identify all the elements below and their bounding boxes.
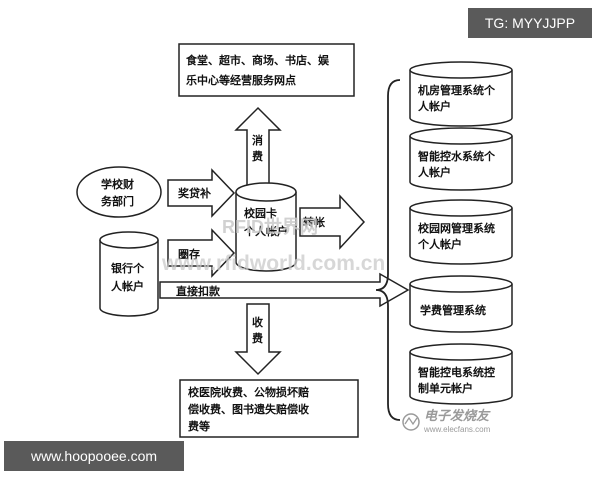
system-water-control: 智能控水系统个 人帐户 <box>409 127 513 191</box>
consume-label-2: 费 <box>252 149 263 163</box>
services-text-2: 乐中心等经营服务网点 <box>186 73 296 87</box>
bank-account-text-2: 人帐户 <box>111 279 144 293</box>
bank-account-cylinder-top <box>99 231 159 249</box>
bank-account-cylinder <box>99 240 159 317</box>
tg-watermark-badge: TG: MYYJJPP <box>468 8 592 38</box>
system-tuition-text: 学费管理系统 <box>420 303 486 317</box>
fees-text-1: 校医院收费、公物损坏赔 <box>188 385 309 399</box>
center-watermark-mark: RFID世界网 <box>222 217 318 237</box>
charge-label-2: 费 <box>252 331 263 345</box>
system-machine-room-text-2: 人帐户 <box>418 99 451 113</box>
system-campus-network: 校园网管理系统 个人帐户 <box>409 199 513 265</box>
system-campus-network-text-2: 个人帐户 <box>417 237 462 251</box>
services-box <box>178 43 355 97</box>
site-watermark-badge: www.hoopooee.com <box>4 441 184 471</box>
system-water-control-text-1: 智能控水系统个 <box>418 149 496 163</box>
transfer-arrow <box>299 194 366 250</box>
system-machine-room: 机房管理系统个 人帐户 <box>409 61 513 127</box>
system-power-control: 智能控电系统控 制单元帐户 <box>409 343 513 405</box>
deposit-arrow <box>167 228 236 278</box>
system-campus-network-text-1: 校园网管理系统 <box>418 221 495 235</box>
system-power-control-text-1: 智能控电系统控 <box>418 365 495 379</box>
school-finance-node <box>76 166 162 218</box>
corner-brand-text: 电子发烧友 <box>424 408 491 424</box>
campus-card-cylinder-top <box>235 182 297 202</box>
direct-debit-arrow <box>159 272 410 308</box>
charge-arrow <box>234 303 282 376</box>
consume-arrow <box>234 106 282 189</box>
services-text-1: 食堂、超市、商场、书店、娱 <box>186 53 330 67</box>
bank-account-text-1: 银行个 <box>111 261 145 275</box>
transfer-label: 转帐 <box>303 215 325 229</box>
consume-label-1: 消 <box>252 133 263 147</box>
system-power-control-text-2: 制单元帐户 <box>418 381 473 395</box>
campus-card-text-1: 校园卡 <box>244 206 277 220</box>
school-finance-text-2: 务部门 <box>101 194 134 208</box>
fees-text-3: 费等 <box>188 419 210 433</box>
system-tuition: 学费管理系统 <box>409 275 513 333</box>
school-finance-text-1: 学校财 <box>101 177 134 191</box>
charge-label-1: 收 <box>252 315 263 329</box>
right-bracket <box>375 79 401 421</box>
system-water-control-text-2: 人帐户 <box>418 165 451 179</box>
scholarship-arrow <box>167 168 236 218</box>
direct-debit-label: 直接扣款 <box>176 284 221 298</box>
corner-brand-url: www.elecfans.com <box>423 425 491 434</box>
deposit-label: 圈存 <box>178 247 200 261</box>
system-machine-room-text-1: 机房管理系统个 <box>418 83 496 97</box>
fees-box <box>179 379 359 438</box>
scholarship-label: 奖贷补 <box>178 186 211 200</box>
fees-text-2: 偿收费、图书遗失赔偿收 <box>188 402 309 416</box>
campus-card-text-2: 个人帐户 <box>243 224 288 238</box>
corner-brand-logo <box>402 413 420 431</box>
campus-card-cylinder <box>235 192 297 272</box>
center-watermark-url: www.rfidworld.com.cn <box>161 252 385 275</box>
